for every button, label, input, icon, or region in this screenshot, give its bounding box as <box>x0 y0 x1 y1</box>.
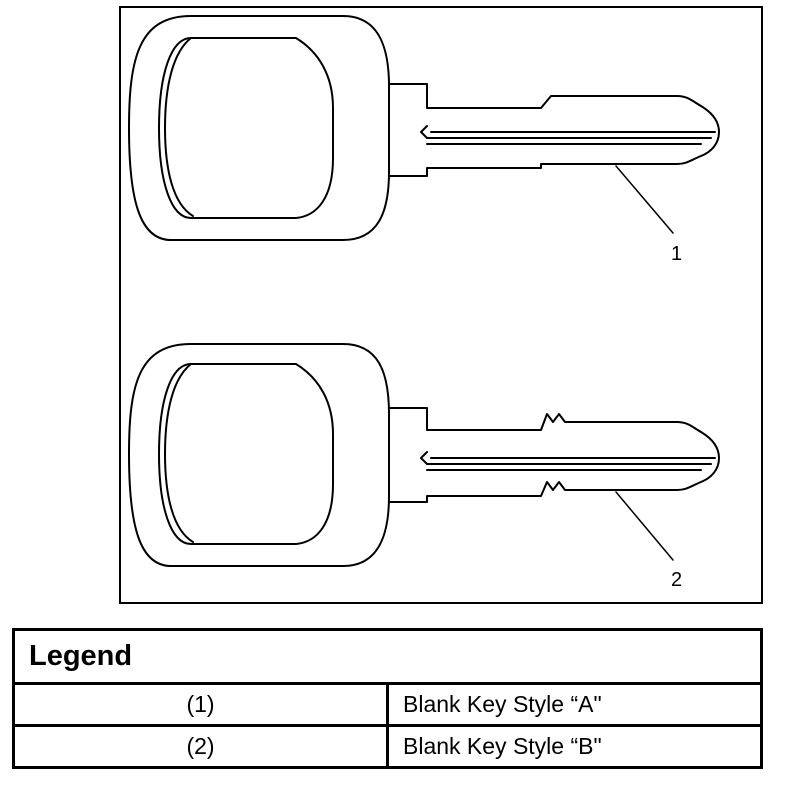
key-a-leader-line <box>615 165 674 234</box>
legend-row-description: Blank Key Style “B" <box>386 724 763 769</box>
key-b-bow-inner-lip <box>164 363 194 543</box>
legend-row-id: (2) <box>12 724 389 769</box>
legend-row: (2) Blank Key Style “B" <box>12 724 763 769</box>
callout-1: 1 <box>671 243 682 265</box>
legend-title: Legend <box>12 628 763 685</box>
key-illustration-frame: 1 2 <box>119 6 763 604</box>
legend-row: (1) Blank Key Style “A" <box>12 682 763 727</box>
key-a-bow-inner-lip <box>164 37 194 217</box>
key-b-bow-outer <box>128 343 390 567</box>
key-b-shoulder <box>388 407 720 503</box>
key-b-bow-inner <box>158 363 334 545</box>
blank-key-a <box>128 15 720 241</box>
blank-key-b <box>128 343 720 567</box>
legend-header-row: Legend <box>12 628 763 685</box>
key-b-groove-top <box>420 451 712 465</box>
key-a-bow-outer <box>128 15 390 241</box>
key-a-groove-top <box>420 125 712 139</box>
key-a-shoulder <box>388 83 720 177</box>
legend-table: Legend (1) Blank Key Style “A" (2) Blank… <box>12 628 763 769</box>
callout-2: 2 <box>671 569 682 591</box>
key-b-leader-line <box>615 491 674 561</box>
legend-row-id: (1) <box>12 682 389 727</box>
key-illustration: 1 2 <box>128 15 720 591</box>
key-a-bow-inner <box>158 37 334 219</box>
legend-row-description: Blank Key Style “A" <box>386 682 763 727</box>
